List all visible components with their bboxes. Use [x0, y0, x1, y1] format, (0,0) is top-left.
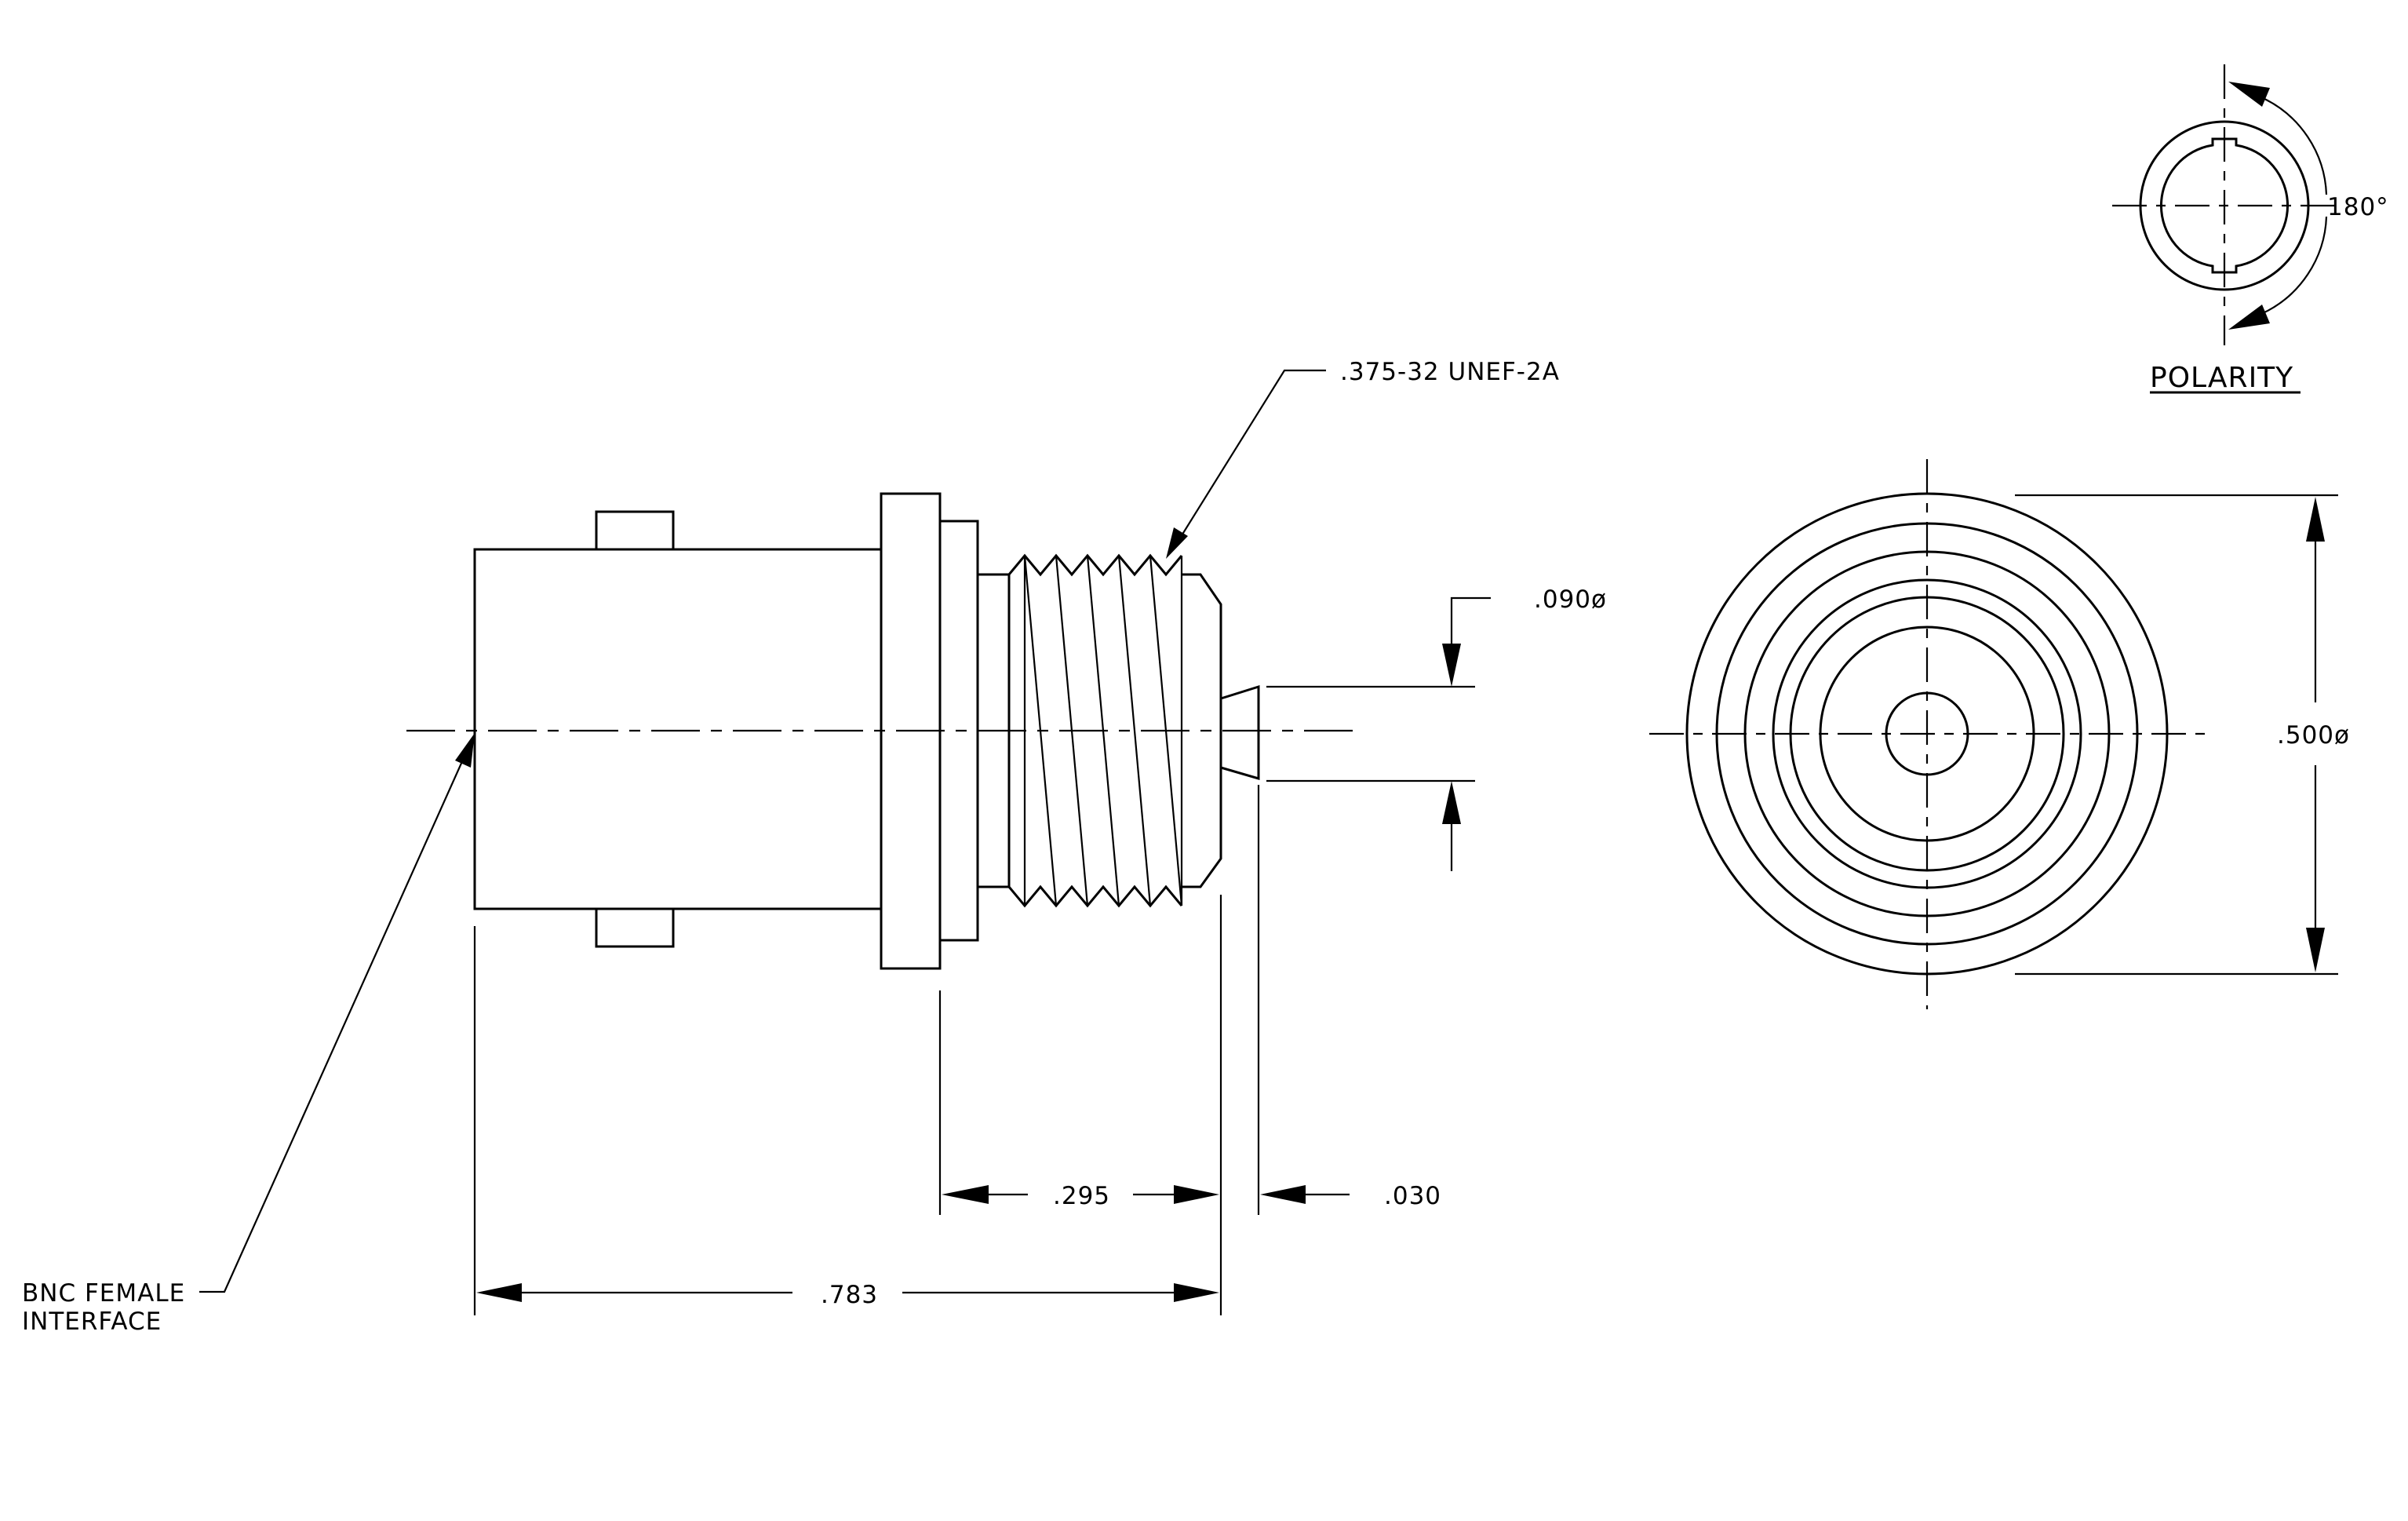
interface-label-line1: BNC FEMALE [22, 1279, 185, 1308]
bayonet-lug-top [595, 510, 675, 551]
thread-length-label: .295 [1053, 1182, 1110, 1210]
thread-length-dimension: .295 .030 [938, 785, 1441, 1315]
thread-callout: .375-32 UNEF-2A [1166, 358, 1560, 559]
pin-diameter-label: .090ø [1534, 585, 1607, 614]
pin-diameter-dimension: .090ø [1266, 585, 1607, 871]
body-diameter-label: .500ø [2277, 721, 2350, 750]
interface-callout: BNC FEMALE INTERFACE [22, 733, 475, 1336]
polarity-angle-label: 180° [2327, 193, 2389, 221]
side-view [406, 492, 1357, 970]
thread-spec-label: .375-32 UNEF-2A [1340, 358, 1560, 386]
interface-label-line2: INTERFACE [22, 1308, 162, 1336]
polarity-keyway [2159, 137, 2290, 274]
connector-body [473, 548, 883, 910]
front-view [1649, 459, 2205, 1009]
overall-length-label: .783 [821, 1281, 878, 1309]
body-diameter-dimension: .500ø [2015, 494, 2350, 976]
overall-length-dimension: .783 [473, 926, 1219, 1315]
bayonet-lug-bottom [595, 907, 675, 948]
polarity-view: 180° POLARITY [2112, 64, 2389, 394]
polarity-title: POLARITY [2150, 362, 2293, 394]
center-pin [1220, 684, 1260, 780]
pin-gap-label: .030 [1384, 1182, 1441, 1210]
